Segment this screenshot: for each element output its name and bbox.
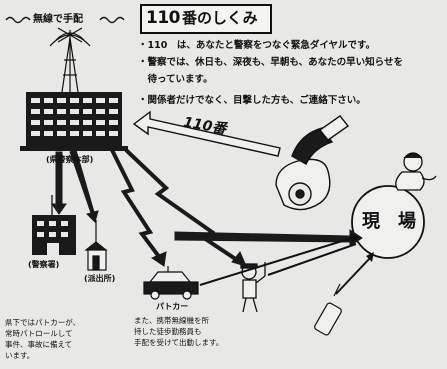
antenna-tower (49, 27, 91, 93)
radio-wave-left (5, 16, 31, 24)
title-text: 番のしくみ (182, 9, 258, 27)
arrow-radio-to-scene (335, 257, 371, 295)
koban-building (84, 220, 108, 271)
patrol-note-line-3: 事件、事故に備えて (5, 340, 73, 349)
police-station-building (32, 195, 76, 255)
police-hq-building (20, 92, 128, 151)
patrol-note-line-4: います。 (5, 351, 35, 360)
mobile-note-line-2: 持した徒歩勤務員も (134, 327, 202, 336)
arrow-to-scene (174, 229, 363, 247)
hq-label: (県警察本部) (46, 155, 94, 164)
portable-radio (314, 283, 342, 336)
scene-label: 現 場 (362, 211, 416, 232)
station-label: (警察署) (28, 260, 60, 269)
hq-arrows (51, 148, 363, 267)
patrol-note-line-2: 常時パトロールして (5, 329, 73, 338)
arrow-to-patrol (110, 149, 162, 260)
arrow-officer-to-scene (267, 243, 357, 276)
radio-wave-right (99, 16, 125, 24)
radio-dispatch-caption: 無線で手配 (33, 14, 83, 25)
patrol-note-line-1: 県下ではパトカーが、 (5, 318, 81, 327)
patrol-car (143, 266, 199, 300)
bullet-1: ・110 は、あなたと警察をつなぐ緊急ダイヤルです。 (138, 40, 376, 51)
bullet-2: ・警察では、休日も、深夜も、早朝も、あなたの早い知らせを (138, 57, 403, 68)
crouching-person (395, 152, 437, 191)
title-box: 110 番のしくみ (140, 4, 272, 34)
bullet-3: ・関係者だけでなく、目撃した方も、ご連絡下さい。 (138, 95, 366, 106)
patrol-car-label: パトカー (156, 302, 189, 311)
bullet-2-cont: 待っています。 (138, 74, 213, 85)
call-110-arrow (132, 110, 281, 157)
arrow-to-officer (124, 148, 242, 264)
arrow-to-station (51, 151, 67, 215)
mobile-note-line-3: 手配を受けて出動します。 (134, 338, 224, 347)
title-number: 110 (146, 8, 181, 28)
koban-label: (派出所) (84, 274, 116, 283)
arrow-to-koban (69, 149, 99, 223)
telephone (275, 115, 350, 211)
arrow-car-to-scene (199, 237, 353, 286)
mobile-note-line-1: また、携帯無線機を所 (134, 316, 209, 325)
scene-circle (351, 185, 425, 259)
